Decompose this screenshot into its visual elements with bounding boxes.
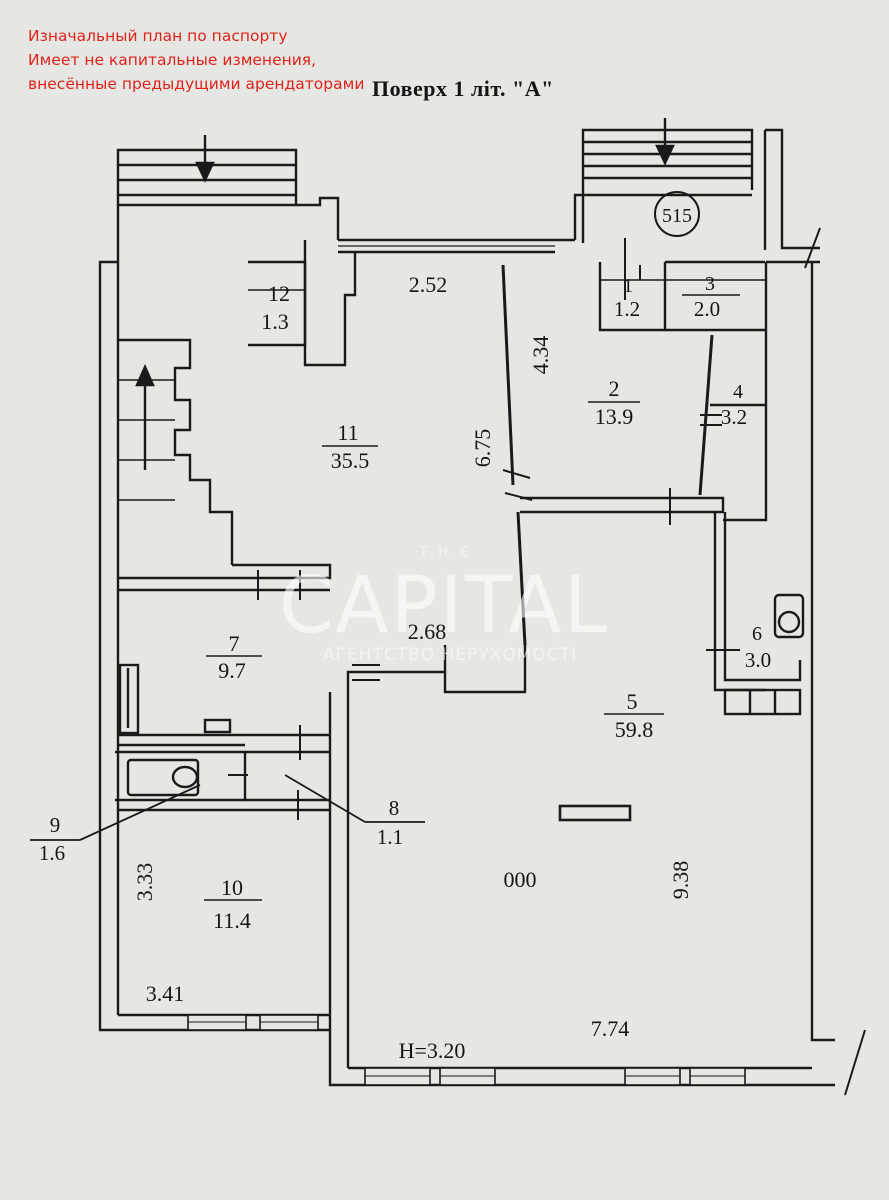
room-id: 11 — [337, 420, 358, 445]
room-id: 4 — [733, 381, 743, 403]
room-id: 1 — [623, 275, 633, 297]
room-id: 8 — [389, 796, 400, 820]
stamp-circle — [654, 191, 700, 237]
room-area: 1.2 — [614, 297, 640, 321]
note-line-1: Изначальный план по паспорту — [28, 27, 288, 45]
room-area: 35.5 — [331, 448, 370, 473]
room-id: 5 — [627, 689, 638, 714]
dimension-label: 2.52 — [409, 272, 448, 297]
dimension-label: 3.33 — [132, 863, 157, 902]
room-area: 11.4 — [213, 908, 251, 933]
room-area: 1.3 — [261, 309, 289, 334]
room-area: 9.7 — [218, 658, 246, 683]
entrance-arrows — [135, 118, 675, 470]
leader-lines — [30, 774, 425, 841]
room-area: 59.8 — [615, 717, 654, 742]
note-line-2: Имеет не капитальные изменения, — [28, 51, 317, 69]
window-mullions — [188, 1021, 745, 1077]
dimension-label: 9.38 — [668, 861, 693, 900]
room-area: 2.0 — [694, 297, 720, 321]
note-line-3: внесённые предыдущими арендаторами — [28, 75, 365, 93]
dimension-labels: 2.52 4.34 6.75 2.68 3.33 3.41 9.38 7.74 … — [132, 272, 693, 1063]
dimension-label: 4.34 — [528, 336, 553, 375]
wall-lines — [98, 128, 866, 1096]
room-labels: 11 35.5 12 1.3 1 1.2 3 2.0 2 13.9 4 3.2 … — [39, 273, 771, 933]
room-id: 9 — [50, 813, 61, 837]
dimension-label: 7.74 — [591, 1016, 630, 1041]
dimension-label: 6.75 — [470, 429, 495, 468]
stamp-number: 515 — [662, 205, 692, 227]
watermark-brand: CAPITAL — [279, 561, 609, 651]
windows — [187, 1014, 746, 1086]
room-area: 3.2 — [721, 405, 747, 429]
room-id: 3 — [705, 273, 715, 295]
dimension-label: 3.41 — [146, 981, 185, 1006]
room-area: 1.6 — [39, 841, 65, 865]
room-area: 3.0 — [745, 648, 771, 672]
watermark-small: T.H.E — [419, 545, 472, 560]
ceiling-height-label: H=3.20 — [399, 1038, 466, 1063]
room-id: 2 — [609, 376, 620, 401]
room-id: 12 — [268, 281, 290, 306]
code-label: 000 — [504, 867, 537, 892]
dimension-label: 2.68 — [408, 619, 447, 644]
room-area: 13.9 — [595, 404, 634, 429]
plan-title: Поверх 1 літ. "А" — [372, 76, 554, 101]
door-markers — [228, 238, 740, 820]
watermark: T.H.E CAPITAL АГЕНТСТВО НЕРУХОМОСТІ — [279, 545, 609, 665]
room-area: 1.1 — [377, 825, 403, 849]
watermark-subtitle: АГЕНТСТВО НЕРУХОМОСТІ — [323, 645, 577, 665]
room-id: 6 — [752, 623, 762, 645]
room-id: 7 — [229, 631, 240, 656]
room-id: 10 — [221, 875, 243, 900]
